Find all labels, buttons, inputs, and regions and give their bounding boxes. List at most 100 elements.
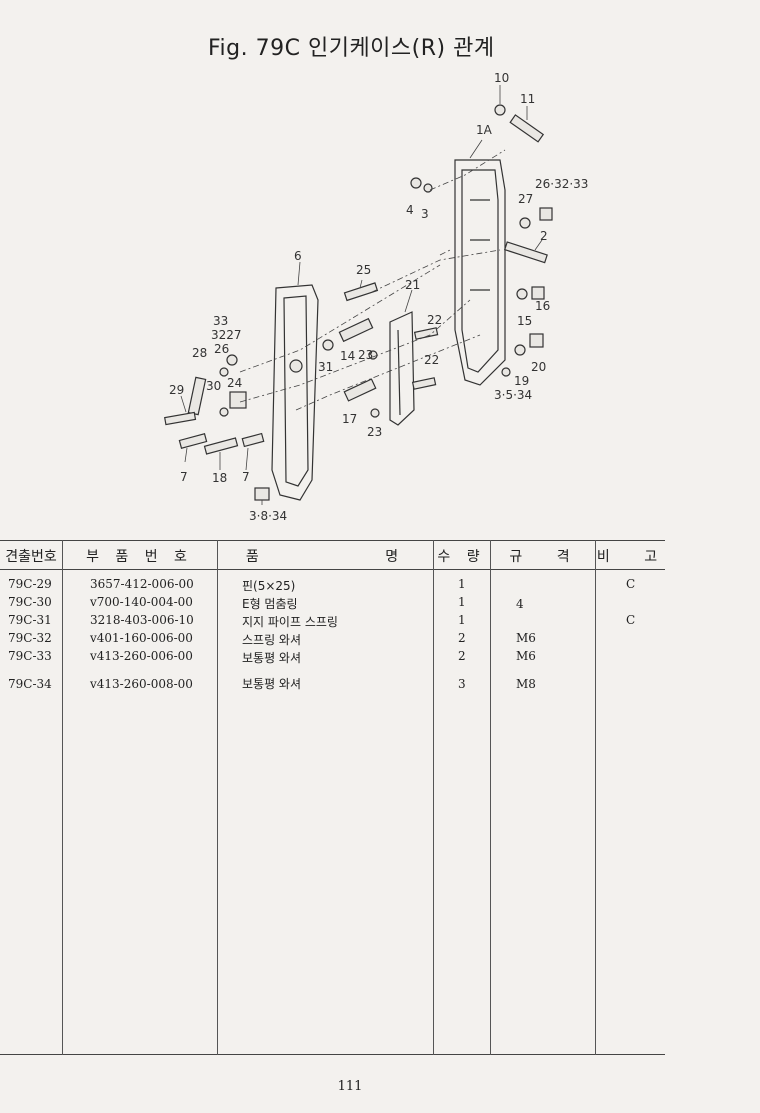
table-row-remarks [626, 677, 646, 693]
callout-26-32-33: 26·32·33 [535, 177, 588, 191]
side-case-part [454, 159, 506, 386]
bolt-part [203, 437, 239, 455]
washer-part [516, 288, 528, 300]
table-row-qty: 3 [458, 677, 466, 691]
lever-part [187, 376, 207, 416]
header-remarks: 비 고 [596, 549, 664, 565]
nut-part [529, 333, 544, 348]
table-row-no: 79C-31 [8, 613, 52, 627]
callout-6: 6 [294, 249, 302, 263]
callout-1a: 1A [476, 123, 493, 137]
washer-part [519, 217, 531, 229]
callout-28: 28 [192, 346, 207, 360]
callout-19: 19 [514, 374, 529, 388]
header-no: 견출번호 [5, 549, 57, 565]
table-row-part-no: v401-160-006-00 [90, 631, 193, 645]
pin-part [164, 411, 197, 426]
table-row-remarks: C [626, 613, 636, 627]
header-part-no: 부 품 번 호 [86, 549, 193, 565]
header-qty: 수 량 [437, 549, 486, 565]
callout-26: 26 [214, 342, 229, 356]
washer-part [423, 183, 433, 193]
table-row-spec: M6 [516, 631, 536, 645]
table-top-rule [0, 540, 665, 541]
table-row-part-no: v413-260-006-00 [90, 649, 193, 663]
page-number: 111 [337, 1079, 363, 1094]
bolt-part [413, 327, 439, 340]
header-spec: 규 격 [509, 549, 576, 565]
table-row-part-no: 3657-412-006-00 [90, 577, 194, 591]
table-row-qty: 2 [458, 631, 466, 645]
callout-3: 3 [421, 207, 429, 221]
table-row-no: 79C-33 [8, 649, 52, 663]
callout-23b: 23 [367, 425, 382, 439]
table-column-rule [217, 540, 218, 1055]
table-row-remarks: C [626, 577, 636, 591]
callout-30: 30 [206, 379, 221, 393]
callout-18: 18 [212, 471, 227, 485]
callout-16: 16 [535, 299, 550, 313]
bolt-part [503, 241, 548, 264]
callout-7b: 7 [242, 470, 250, 484]
spring-part [322, 339, 334, 351]
callout-20: 20 [531, 360, 546, 374]
callout-22b: 22 [424, 353, 439, 367]
table-row-qty: 2 [458, 649, 466, 663]
callout-23a: 23 [358, 348, 373, 362]
table-row-spec: M6 [516, 649, 536, 663]
figure-title: Fig. 79C 인기케이스(R) 관계 [208, 36, 495, 61]
callout-10: 10 [494, 71, 509, 85]
table-row-spec [516, 613, 576, 629]
callout-3-5-34: 3·5·34 [494, 388, 532, 402]
table-row-name: E형 멈춤링 [242, 597, 298, 611]
table-row-no: 79C-29 [8, 577, 52, 591]
table-row-qty: 1 [458, 613, 466, 627]
callout-25: 25 [356, 263, 371, 277]
table-bottom-rule [0, 1054, 665, 1055]
table-row-part-no: v700-140-004-00 [90, 595, 193, 609]
nut-part [254, 487, 270, 501]
table-row-name: 보통평 와셔 [242, 677, 302, 691]
header-name: 품 명 [245, 549, 405, 565]
callout-22a: 22 [427, 313, 442, 327]
clip-part [219, 407, 229, 417]
callout-7a: 7 [180, 470, 188, 484]
bracket-part [389, 311, 415, 426]
callout-31: 31 [318, 360, 333, 374]
link-part [338, 317, 374, 343]
washer-part [501, 367, 511, 377]
table-row-remarks [626, 649, 646, 665]
callout-27: 27 [518, 192, 533, 206]
callout-17: 17 [342, 412, 357, 426]
table-row-no: 79C-30 [8, 595, 52, 609]
callout-11: 11 [520, 92, 535, 106]
table-column-rule [433, 540, 434, 1055]
callout-15: 15 [517, 314, 532, 328]
table-row-name: 핀(5×25) [242, 579, 296, 593]
exploded-parts-diagram: 10 11 1A 4 3 26·32·33 27 2 6 25 21 16 15… [164, 71, 588, 523]
table-row-qty: 1 [458, 595, 466, 609]
bolt-part [178, 433, 208, 449]
link-part [343, 378, 377, 402]
table-row-name: 스프링 와셔 [242, 633, 302, 647]
callout-14: 14 [340, 349, 355, 363]
table-row-spec [516, 577, 576, 593]
table-row-part-no: 3218-403-006-10 [90, 613, 194, 627]
table-row-qty: 1 [458, 577, 466, 591]
main-plate-part [271, 284, 319, 501]
bolt-part [494, 104, 545, 143]
table-column-rule [595, 540, 596, 1055]
table-row-spec: 4 [516, 597, 524, 611]
washer-part [370, 408, 380, 418]
nut-part [531, 286, 545, 300]
table-row-no: 79C-34 [8, 677, 52, 691]
callout-21: 21 [405, 278, 420, 292]
table-row-no: 79C-32 [8, 631, 52, 645]
callout-32-27: 3227 [211, 328, 242, 342]
table-column-rule [490, 540, 491, 1055]
table-row-part-no: v413-260-008-00 [90, 677, 193, 691]
table-row-name: 보통평 와셔 [242, 651, 302, 665]
callout-3-8-34: 3·8·34 [249, 509, 287, 523]
table-row-remarks [626, 595, 646, 611]
callout-24: 24 [227, 376, 242, 390]
